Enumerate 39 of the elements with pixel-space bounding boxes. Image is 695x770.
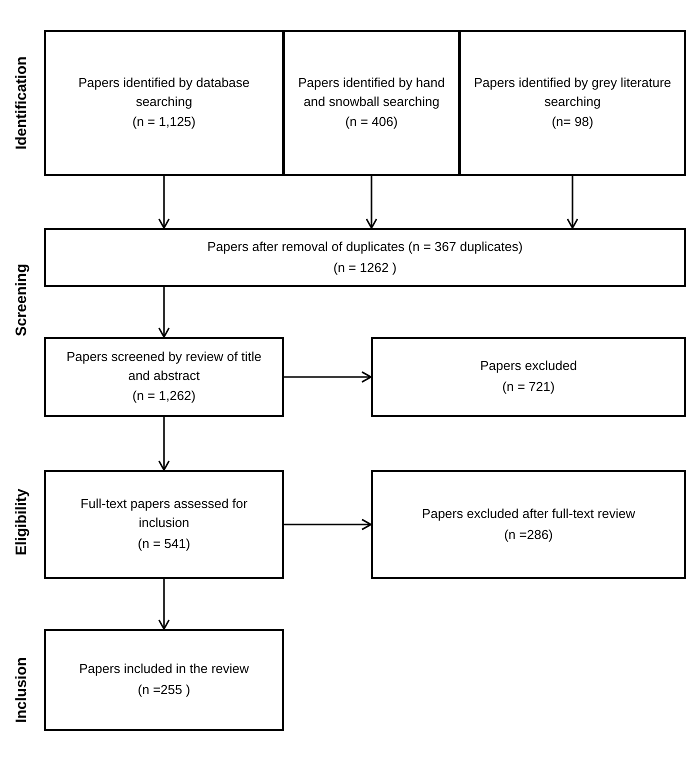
- arrow: [566, 176, 578, 229]
- stage-label: Eligibility: [12, 488, 31, 556]
- stage-label: Screening: [12, 264, 31, 336]
- box-text: Papers identified by hand and snowball searching: [297, 74, 446, 111]
- box-text: Papers screened by review of title and abstract: [65, 348, 263, 385]
- box-text: Papers included in the review: [79, 660, 249, 678]
- process-box: [44, 629, 284, 731]
- arrow: [158, 579, 170, 630]
- count-text: (n = 1,125): [132, 113, 196, 132]
- process-box: [459, 30, 686, 176]
- box-text: Papers identified by database searching: [77, 74, 251, 111]
- count-text: (n = 1262 ): [333, 258, 397, 277]
- count-text: (n =255 ): [138, 681, 190, 699]
- process-box: [283, 30, 460, 176]
- box-text: Papers excluded after full-text review: [422, 504, 636, 523]
- arrow: [158, 176, 170, 229]
- count-text: (n = 1,262): [132, 387, 196, 406]
- stage-label: Identification: [12, 56, 31, 150]
- process-box: [44, 228, 686, 287]
- arrow: [158, 287, 170, 338]
- stage-label: Inclusion: [12, 657, 31, 723]
- box-text: Papers identified by grey literature searching: [472, 74, 672, 111]
- process-box: [371, 337, 686, 417]
- box-text: Papers after removal of duplicates (n = 367 duplicates): [207, 238, 523, 256]
- arrow: [284, 518, 372, 530]
- process-box: [371, 470, 686, 579]
- count-text: (n = 406): [345, 113, 398, 132]
- count-text: (n = 721): [502, 378, 555, 396]
- arrow: [284, 371, 372, 383]
- process-box: [44, 337, 284, 417]
- arrow: [158, 417, 170, 471]
- box-text: Papers excluded: [480, 357, 577, 376]
- arrow: [366, 176, 378, 229]
- box-text: Full-text papers assessed for inclusion: [80, 495, 248, 532]
- count-text: (n= 98): [552, 113, 594, 132]
- count-text: (n = 541): [138, 534, 190, 553]
- process-box: [44, 470, 284, 579]
- process-box: [44, 30, 284, 176]
- count-text: (n =286): [504, 526, 553, 544]
